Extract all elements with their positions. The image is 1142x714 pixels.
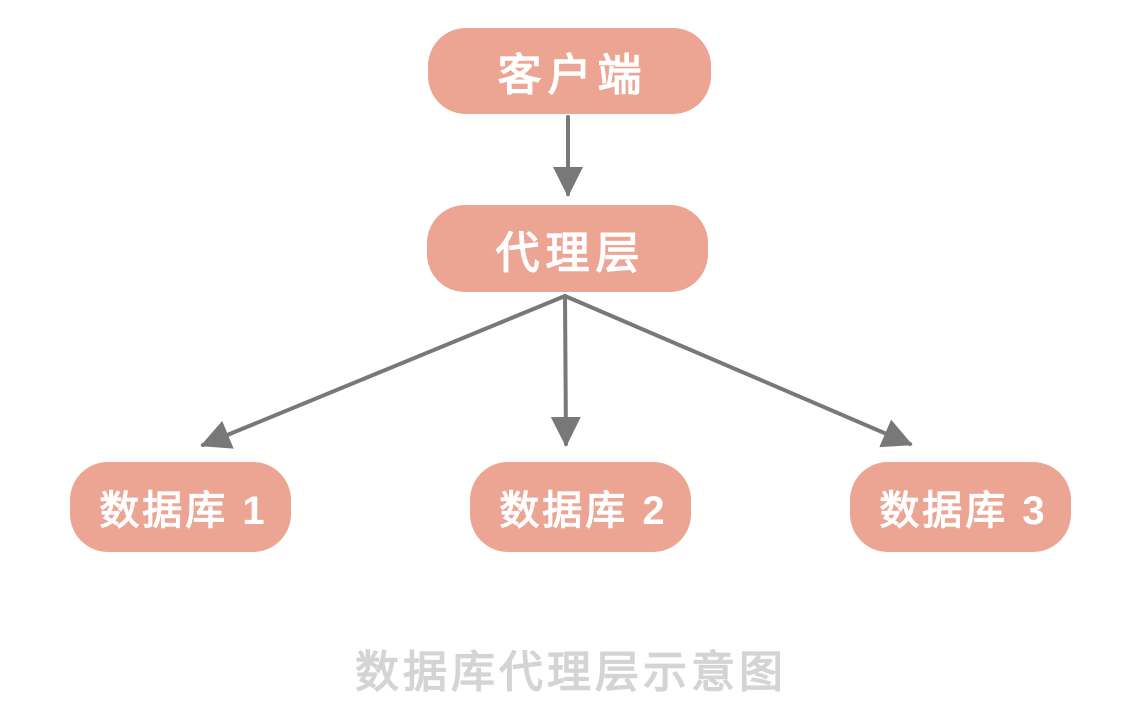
- node-database-3: 数据库 3: [850, 462, 1071, 552]
- edge-proxy-db1: [200, 294, 567, 449]
- node-database-1: 数据库 1: [70, 462, 291, 552]
- node-proxy-layer: 代理层: [427, 205, 708, 292]
- node-database-2: 数据库 2: [470, 462, 691, 552]
- edge-proxy-db3: [563, 294, 913, 448]
- edge-proxy-db2: [550, 294, 581, 447]
- node-client: 客户端: [428, 28, 711, 114]
- diagram-caption: 数据库代理层示意图: [355, 648, 787, 697]
